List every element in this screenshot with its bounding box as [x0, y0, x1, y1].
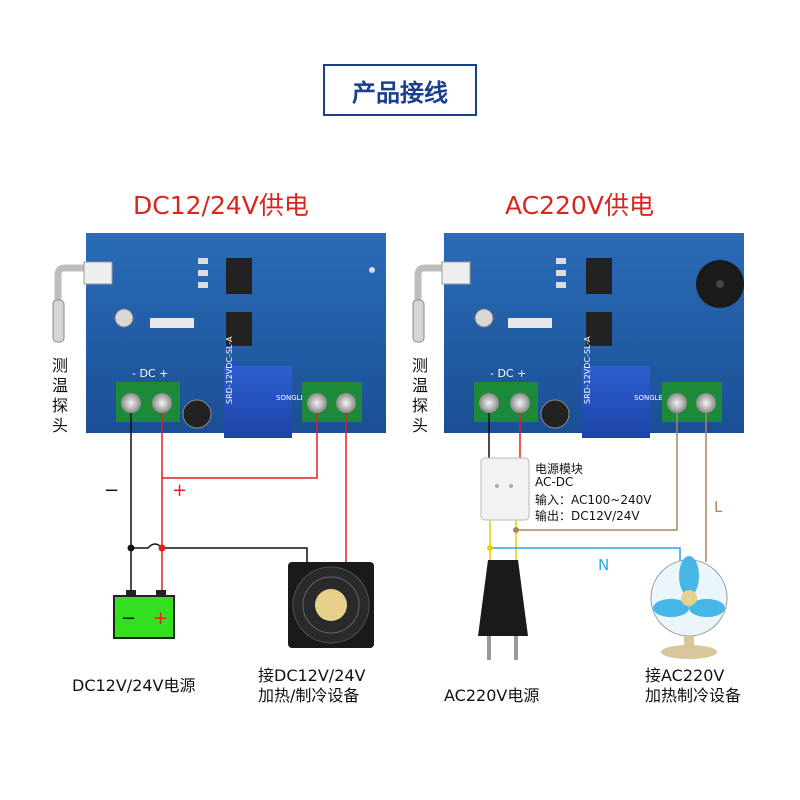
N-label: N [598, 556, 610, 574]
fan-hub [315, 589, 347, 621]
left-small-cap [114, 308, 134, 328]
desk-fan-base [661, 645, 717, 659]
battery-body [113, 595, 175, 639]
left-relay-brand: SONGLE [276, 394, 305, 402]
module-title: 电源模块 [535, 462, 584, 476]
left-relay [224, 366, 292, 438]
left-heading: DC12/24V供电 [133, 191, 309, 220]
right-junction-1 [513, 527, 519, 533]
right-ic-2 [586, 312, 612, 346]
left-smd-1 [198, 258, 208, 264]
left-probe-label: 测温探头 [51, 356, 68, 435]
left-wires [127, 413, 347, 590]
left-supply-label: DC12V/24V电源 [72, 676, 196, 695]
plug-body [478, 560, 528, 636]
left-hole [369, 267, 375, 273]
module-output: 输出：DC12V/24V [535, 509, 640, 523]
left-probe [52, 299, 65, 343]
right-wires [487, 413, 707, 562]
module-type: AC-DC [535, 475, 574, 489]
right-ic-1 [586, 258, 612, 294]
left-junction-2 [158, 544, 166, 552]
right-device-line2: 加热制冷设备 [645, 686, 742, 705]
left-smd-2 [198, 270, 208, 276]
right-device-line1: 接AC220V [645, 666, 725, 685]
right-probe-wire [414, 264, 466, 338]
desk-fan-blade-3 [653, 599, 689, 617]
module-input: 输入：AC100~240V [535, 493, 652, 507]
power-module-body [480, 457, 530, 521]
desk-fan-hub [681, 590, 697, 606]
page-title: 产品接线 [323, 64, 477, 116]
plug-pin-1 [487, 636, 491, 660]
left-dc-label: - DC + [132, 367, 168, 380]
module-dot-2 [509, 484, 513, 488]
left-smd-3 [198, 282, 208, 288]
left-big-cap [182, 399, 212, 429]
right-relay-model: SRD-12VDC-SL-A [583, 336, 592, 404]
right-relay [582, 366, 650, 438]
desk-fan-blade-1 [679, 556, 699, 596]
left-junction-1 [127, 544, 135, 552]
left-wire-positive-to-relay [161, 413, 318, 479]
page-title-text: 产品接线 [352, 78, 448, 107]
left-probe-connector [83, 261, 113, 285]
left-probe-wire [54, 264, 108, 338]
left-fan [288, 562, 374, 648]
right-probe-label: 测温探头 [411, 356, 428, 435]
left-plus-label: + [172, 480, 188, 501]
right-dc-label: - DC + [490, 367, 526, 380]
right-relay-screw-2 [696, 393, 716, 413]
plug-pin-2 [514, 636, 518, 660]
left-relay-screw-1 [307, 393, 327, 413]
right-probe [412, 299, 425, 343]
left-minus-label: − [104, 480, 120, 501]
left-wire-fan-negative [131, 543, 308, 562]
left-ic-1 [226, 258, 252, 294]
right-wire-blue [490, 547, 681, 562]
right-heading: AC220V供电 [505, 191, 654, 220]
right-header-pins [508, 318, 552, 328]
ac-plug [478, 560, 528, 660]
right-wire-brown-module [516, 413, 678, 531]
fan-grille-ring [302, 576, 360, 634]
right-probe-connector [441, 261, 471, 285]
right-buzzer-hole [716, 280, 724, 288]
desk-fan-blade-2 [689, 599, 725, 617]
battery-plus: + [153, 608, 168, 629]
right-relay-brand: SONGLE [634, 394, 663, 402]
right-smd-2 [556, 270, 566, 276]
module-dot-1 [495, 484, 499, 488]
desk-fan [650, 556, 728, 659]
left-relay-screw-2 [336, 393, 356, 413]
battery-minus: − [121, 608, 136, 629]
left-device-line1: 接DC12V/24V [258, 666, 366, 685]
battery-terminal-neg [126, 590, 136, 596]
L-label: L [714, 498, 723, 516]
left-dc-screw-plus [152, 393, 172, 413]
right-dc-screw-plus [510, 393, 530, 413]
right-relay-screw-1 [667, 393, 687, 413]
right-supply-label: AC220V电源 [444, 686, 540, 705]
left-board: - DC + SRD-12VDC-SL-A SONGLE [52, 233, 386, 438]
right-board: - DC + SRD-12VDC-SL-A SONGLE [412, 233, 744, 438]
right-smd-1 [556, 258, 566, 264]
left-ic-2 [226, 312, 252, 346]
left-header-pins [150, 318, 194, 328]
left-relay-model: SRD-12VDC-SL-A [225, 336, 234, 404]
right-smd-3 [556, 282, 566, 288]
desk-fan-neck [684, 636, 694, 650]
left-dc-screw-minus [121, 393, 141, 413]
battery-terminal-pos [156, 590, 166, 596]
right-small-cap [474, 308, 494, 328]
left-battery: − + [113, 590, 175, 639]
right-junction-2 [487, 545, 493, 551]
left-device-line2: 加热/制冷设备 [258, 686, 360, 705]
right-dc-screw-minus [479, 393, 499, 413]
right-big-cap [540, 399, 570, 429]
power-module [480, 457, 530, 521]
